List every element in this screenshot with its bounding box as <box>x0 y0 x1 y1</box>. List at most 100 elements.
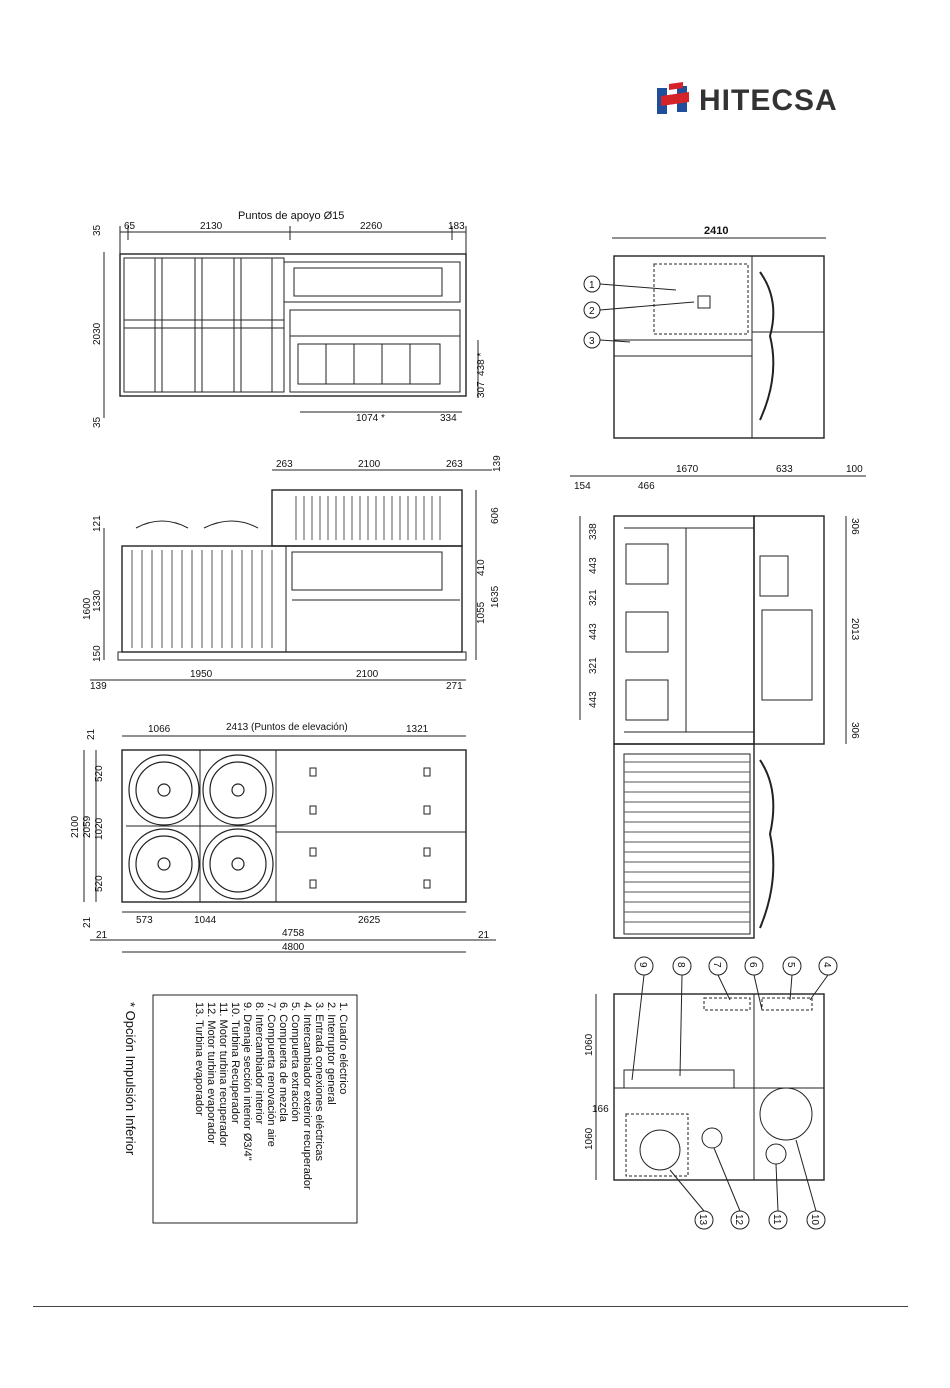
plan-view-title: 2413 (Puntos de elevación) <box>226 722 348 733</box>
top-view-dim: 2130 <box>200 221 223 232</box>
callout-number: 6 <box>747 962 758 968</box>
plan-view-dim: 2100 <box>70 815 81 838</box>
side-view-mid-dim: 443 <box>588 623 599 640</box>
top-view-dim: 35 <box>92 224 103 236</box>
front-view-dim: 1600 <box>82 597 93 620</box>
legend-item: 13. Turbina evaporador <box>193 1002 205 1116</box>
plan-view-dim: 21 <box>96 930 108 941</box>
plan-view-dim: 21 <box>478 930 490 941</box>
front-view-dim: 1950 <box>190 669 213 680</box>
side-view-mid-dim: 443 <box>588 557 599 574</box>
front-view-dim: 263 <box>446 459 463 470</box>
top-view: Puntos de apoyo Ø15 65 2130 2260 183 35 … <box>92 210 487 428</box>
top-view-dim: 334 <box>440 413 457 424</box>
drawing-canvas: Puntos de apoyo Ø15 65 2130 2260 183 35 … <box>70 210 866 1230</box>
legend-item: 9. Drenaje sección interior Ø3/4" <box>241 1002 253 1161</box>
side-view-mid-dim: 1670 <box>676 464 699 475</box>
front-view-dim: 2100 <box>358 459 381 470</box>
brand-name: HITECSA <box>699 84 838 117</box>
footer-divider <box>33 1306 908 1307</box>
plan-view-dim: 1066 <box>148 724 171 735</box>
side-view-bottom-dim: 1060 <box>584 1127 595 1150</box>
top-view-dim: 2030 <box>92 322 103 345</box>
legend-item: 3. Entrada conexiones eléctricas <box>313 1002 325 1161</box>
side-view-mid: 154 466 1670 633 100 338 443 321 443 321… <box>570 464 866 939</box>
front-view: 263 2100 263 139 121 <box>82 455 503 692</box>
callout-number: 7 <box>711 962 722 968</box>
plan-view-dim: 520 <box>94 765 105 782</box>
callout-number: 8 <box>675 962 686 968</box>
front-view-dim: 2100 <box>356 669 379 680</box>
side-view-mid-dim: 306 <box>849 722 860 739</box>
legend-item: 7. Compuerta renovación aire <box>265 1002 277 1147</box>
plan-view-dim: 573 <box>136 915 153 926</box>
front-view-dim: 1635 <box>490 585 501 608</box>
legend-item: 1. Cuadro eléctrico <box>337 1002 349 1094</box>
side-view-mid-dim: 443 <box>588 691 599 708</box>
callout-number: 5 <box>785 962 796 968</box>
logo-mark-icon <box>657 82 689 114</box>
side-view-mid-dim: 2013 <box>849 618 860 641</box>
callout-number: 1 <box>589 280 595 291</box>
front-view-dim: 1055 <box>476 601 487 624</box>
top-view-dim: 2260 <box>360 221 383 232</box>
top-view-dim: 183 <box>448 221 465 232</box>
top-view-dim: 35 <box>92 416 103 428</box>
callout-number: 10 <box>809 1214 820 1226</box>
plan-view-dim: 1044 <box>194 915 217 926</box>
top-view-dim: 1074 * <box>356 413 385 424</box>
front-view-dim: 410 <box>476 559 487 576</box>
side-view-mid-dim: 100 <box>846 464 863 475</box>
front-view-dim: 139 <box>492 455 503 472</box>
plan-view-dim: 520 <box>94 875 105 892</box>
front-view-dim: 121 <box>92 515 103 532</box>
plan-view: 2413 (Puntos de elevación) 21 1066 1321 … <box>70 722 496 953</box>
plan-view-dim: 2059 <box>82 815 93 838</box>
top-view-dim: 307 <box>476 381 487 398</box>
legend-item: 11. Motor turbina recuperador <box>217 1002 229 1147</box>
callout-number: 12 <box>733 1214 744 1226</box>
hitecsa-logo: HITECSA <box>655 82 915 118</box>
legend-item: 5. Compuerta extracción <box>289 1002 301 1122</box>
side-view-bottom: 1060 1060 166 9 8 7 6 5 4 13 12 11 10 <box>584 956 838 1230</box>
side-view-mid-dim: 633 <box>776 464 793 475</box>
side-view-top: 2410 1 2 3 <box>583 225 826 439</box>
top-view-dim: 65 <box>124 221 136 232</box>
legend-note: * Opción Impulsión Inferior <box>123 1002 138 1156</box>
side-view-bottom-dim: 1060 <box>584 1033 595 1056</box>
plan-view-dim: 4758 <box>282 928 305 939</box>
top-view-dim: 438 * <box>476 353 487 376</box>
side-view-mid-dim: 321 <box>588 657 599 674</box>
legend-item: 8. Intercambiador interior <box>253 1002 265 1125</box>
front-view-dim: 139 <box>90 681 107 692</box>
plan-view-dim: 1321 <box>406 724 429 735</box>
plan-view-dim: 1020 <box>94 817 105 840</box>
callout-number: 11 <box>771 1214 782 1225</box>
side-view-top-dim: 2410 <box>704 225 728 237</box>
side-view-mid-dim: 338 <box>588 523 599 540</box>
side-view-mid-dim: 321 <box>588 589 599 606</box>
top-view-title: Puntos de apoyo Ø15 <box>238 210 344 222</box>
plan-view-dim: 2625 <box>358 915 381 926</box>
front-view-dim: 263 <box>276 459 293 470</box>
legend-item: 2. Interruptor general <box>325 1002 337 1105</box>
side-view-mid-dim: 306 <box>849 518 860 535</box>
plan-view-dim: 4800 <box>282 942 305 953</box>
plan-view-dim: 21 <box>82 916 93 928</box>
callout-number: 9 <box>637 962 648 968</box>
callout-number: 13 <box>697 1214 708 1226</box>
plan-view-dim: 21 <box>86 728 97 740</box>
front-view-dim: 150 <box>92 645 103 662</box>
callout-number: 4 <box>821 962 832 968</box>
side-view-bottom-dim: 166 <box>592 1104 609 1115</box>
front-view-dim: 606 <box>490 507 501 524</box>
callout-number: 2 <box>589 306 595 317</box>
legend: 1. Cuadro eléctrico 2. Interruptor gener… <box>123 994 358 1224</box>
technical-drawing: Puntos de apoyo Ø15 65 2130 2260 183 35 … <box>0 195 950 1255</box>
legend-item: 4. Intercambiador exterior recuperador <box>301 1002 313 1190</box>
callout-number: 3 <box>589 336 595 347</box>
legend-item: 6. Compuerta de mezcla <box>277 1002 289 1123</box>
legend-item: 12. Motor turbina evaporador <box>205 1002 217 1144</box>
legend-item: 10. Turbina Recuperador <box>229 1002 241 1124</box>
side-view-mid-dim: 154 <box>574 481 591 492</box>
